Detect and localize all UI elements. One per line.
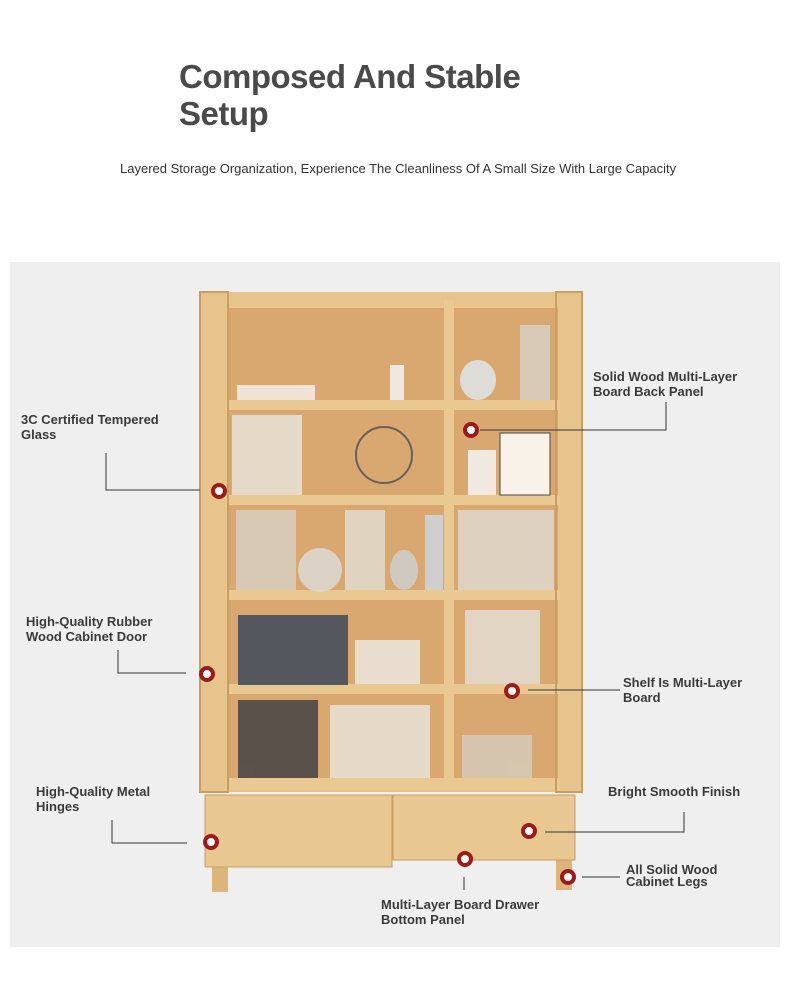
illustration-part xyxy=(238,700,318,778)
illustration-part xyxy=(355,426,413,484)
callout-text: Multi-Layer Board Drawer xyxy=(381,897,540,912)
marker-hinges xyxy=(203,834,219,850)
left-door xyxy=(199,291,229,793)
callout-text: Bottom Panel xyxy=(381,912,465,927)
illustration-part xyxy=(499,432,551,496)
left-drawer xyxy=(204,794,393,868)
marker-door xyxy=(199,666,215,682)
illustration-part xyxy=(226,778,560,790)
callout-text: Solid Wood Multi-Layer xyxy=(593,369,738,384)
callout-text: Cabinet Legs xyxy=(626,874,708,889)
illustration-part xyxy=(390,365,404,400)
marker-shelf xyxy=(504,683,520,699)
subtitle: Layered Storage Organization, Experience… xyxy=(120,161,677,176)
callout-text: Hinges xyxy=(36,799,80,814)
illustration-part xyxy=(458,510,554,590)
illustration-part xyxy=(236,510,296,590)
illustration-part xyxy=(226,590,560,600)
illustration-part xyxy=(355,640,420,684)
right-door xyxy=(555,291,583,793)
callout-text: All Solid Wood xyxy=(626,862,718,877)
illustration-part xyxy=(520,325,550,400)
illustration-part xyxy=(545,812,685,833)
illustration-part xyxy=(465,610,540,684)
books xyxy=(232,325,554,778)
illustration-part xyxy=(238,615,348,685)
illustration-part xyxy=(237,385,315,400)
illustration-part xyxy=(468,450,496,495)
illustration-part xyxy=(226,684,560,694)
illustration-part xyxy=(480,402,667,431)
illustration-part xyxy=(460,360,496,400)
illustration-part xyxy=(232,415,302,495)
illustration-part xyxy=(111,820,187,844)
callout-text: Glass xyxy=(21,427,57,442)
callout-text: Bright Smooth Finish xyxy=(608,784,741,799)
callout-text: Shelf Is Multi-Layer xyxy=(623,675,743,690)
marker-glass xyxy=(211,483,227,499)
illustration-part xyxy=(345,510,385,590)
page-title: Composed And Stable Setup xyxy=(179,58,521,132)
leader-lines xyxy=(105,402,685,890)
callout-finish: Bright Smooth Finish xyxy=(608,784,740,799)
callout-text: High-Quality Metal xyxy=(36,784,151,799)
marker-finish xyxy=(521,823,537,839)
right-drawer xyxy=(392,794,576,861)
marker-drawer-bottom xyxy=(457,851,473,867)
illustration-part xyxy=(330,705,430,778)
middle-divider xyxy=(444,300,454,790)
callout-markers xyxy=(199,422,576,885)
illustration-part xyxy=(425,515,443,590)
left-leg xyxy=(212,862,228,892)
illustration-part xyxy=(105,453,200,491)
illustration-part xyxy=(298,548,342,592)
callout-text: Wood Cabinet Door xyxy=(26,629,148,644)
illustration-part xyxy=(226,495,560,505)
illustration-part xyxy=(117,650,186,674)
callout-text: Board Back Panel xyxy=(593,384,704,399)
title-line-1: Composed And Stable xyxy=(179,58,521,95)
marker-back-panel xyxy=(463,422,479,438)
callout-text: High-Quality Rubber xyxy=(26,614,153,629)
shelves xyxy=(226,400,560,790)
illustration-part xyxy=(390,550,418,590)
illustration-part xyxy=(226,400,560,410)
callout-text: 3C Certified Tempered xyxy=(21,412,159,427)
title-line-2: Setup xyxy=(179,95,269,132)
marker-legs xyxy=(560,869,576,885)
illustration-part xyxy=(462,735,532,778)
callout-text: Board xyxy=(623,690,661,705)
